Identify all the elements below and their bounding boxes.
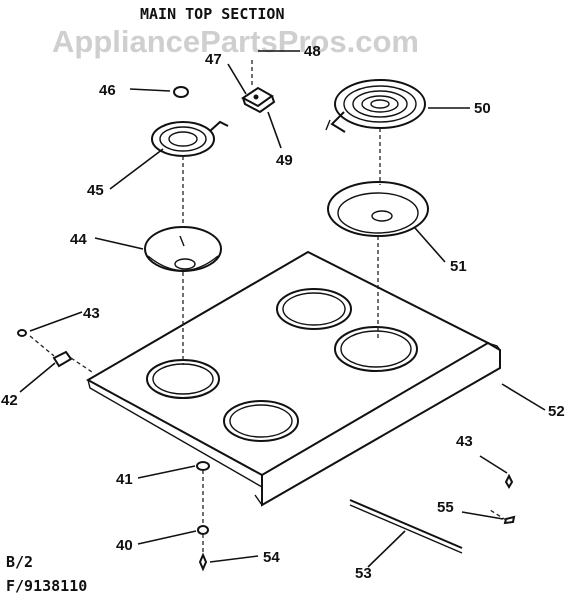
callout-43-left: 43 [83, 305, 100, 322]
screw-43-left [17, 329, 27, 337]
callout-53: 53 [355, 565, 372, 582]
terminal-block [241, 86, 276, 114]
callout-42: 42 [1, 392, 18, 409]
callout-54: 54 [263, 549, 280, 566]
watermark-text: AppliancePartsPros.com [52, 24, 419, 59]
grommet-41 [196, 461, 210, 471]
diagram-title: MAIN TOP SECTION [140, 5, 285, 23]
callout-55: 55 [437, 499, 454, 516]
callout-49: 49 [276, 152, 293, 169]
callout-52: 52 [548, 403, 565, 420]
callout-48: 48 [304, 43, 321, 60]
footer-line-1: B/2 [6, 553, 33, 571]
callout-41: 41 [116, 471, 133, 488]
callout-51: 51 [450, 258, 467, 275]
callout-47: 47 [205, 51, 222, 68]
large-surface-element [325, 79, 426, 133]
bracket-42 [52, 350, 73, 368]
callout-44: 44 [70, 231, 87, 248]
element-clip [173, 86, 189, 98]
grommet-40 [197, 525, 209, 535]
callout-50: 50 [474, 100, 491, 117]
callout-40: 40 [116, 537, 133, 554]
callout-46: 46 [99, 82, 116, 99]
leader-lines [19, 50, 546, 568]
callout-43-right: 43 [456, 433, 473, 450]
rod-53 [349, 499, 463, 549]
screw-43-right [504, 473, 514, 489]
small-surface-element [151, 120, 229, 157]
footer-line-2: F/9138110 [6, 577, 87, 595]
screw-55 [503, 515, 516, 525]
callout-45: 45 [87, 182, 104, 199]
small-drip-bowl [144, 226, 222, 272]
large-drip-bowl [327, 181, 429, 237]
cooktop-panel [85, 250, 501, 507]
screw-54 [198, 552, 208, 572]
